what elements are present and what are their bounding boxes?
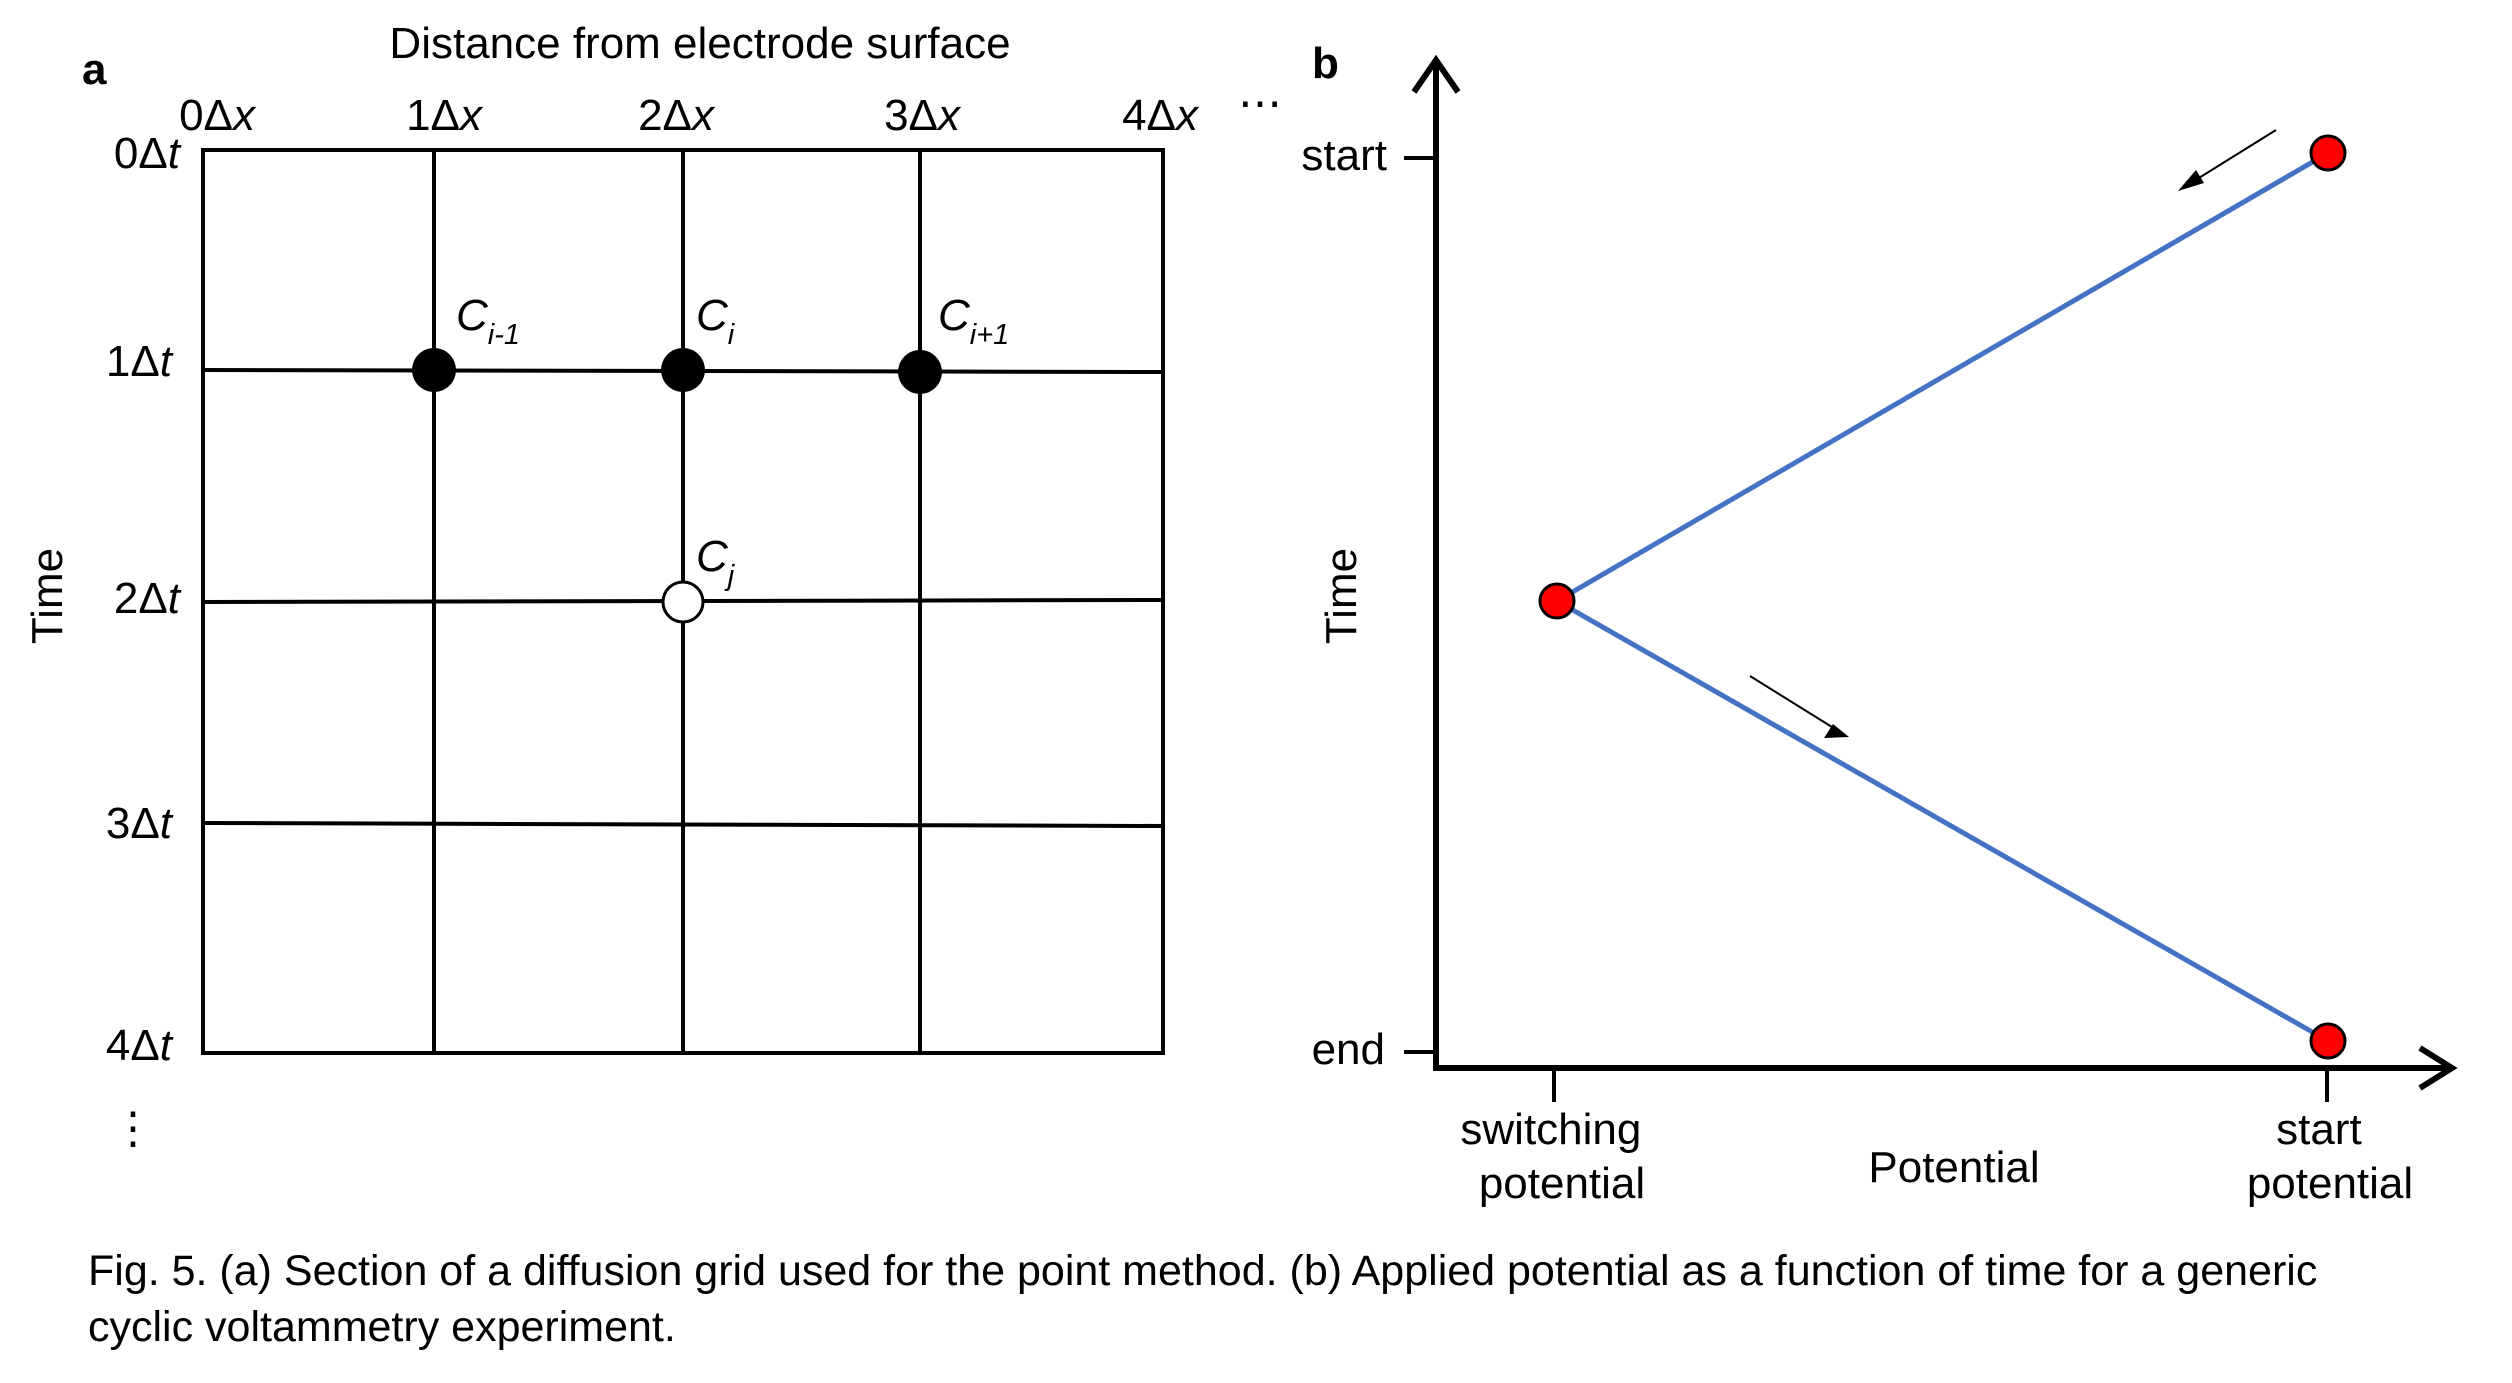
direction-arrow-reverse — [1749, 675, 1841, 733]
y-tick-label-end: end — [1312, 1025, 1385, 1074]
label-c-i-minus-1: Ci-1 — [456, 291, 520, 351]
label-c-i-plus-1: Ci+1 — [938, 291, 1009, 351]
x-axis-arrowhead — [2418, 1045, 2458, 1091]
panel-a-y-label: Time — [23, 548, 72, 644]
grid-line-t3 — [202, 821, 1164, 828]
direction-arrow-forward — [2185, 129, 2277, 187]
t-tick-3: 3Δt — [106, 799, 174, 848]
point-c-i — [661, 348, 705, 392]
panel-b-label: b — [1312, 39, 1339, 88]
point-switching — [1538, 582, 1576, 620]
sweep-line-forward — [1555, 150, 2330, 604]
x-tick-label-start: start potential — [2247, 1105, 2413, 1208]
y-axis-arrowhead — [1411, 54, 1461, 94]
x-tick-2: 2Δx — [638, 91, 716, 140]
x-tick-label-switching: switching potential — [1460, 1105, 1653, 1208]
caption-line-2: cyclic voltammetry experiment. — [88, 1303, 676, 1351]
sweep-line-reverse — [1555, 598, 2330, 1044]
point-c-j — [661, 580, 705, 624]
label-c-i: Ci — [696, 291, 736, 351]
point-c-i-minus-1 — [412, 348, 456, 392]
t-ellipsis: ⋮ — [111, 1104, 155, 1153]
panel-b-y-label: Time — [1317, 548, 1366, 644]
x-axis-label: Potential — [1868, 1143, 2039, 1192]
t-tick-1: 1Δt — [106, 337, 174, 386]
point-start-top — [2309, 134, 2347, 172]
panel-a-label: a — [82, 45, 107, 94]
label-c-j: Cj — [696, 532, 736, 592]
t-tick-0: 0Δt — [114, 129, 182, 178]
caption-line-1: Fig. 5. (a) Section of a diffusion grid … — [88, 1247, 2318, 1295]
point-c-i-plus-1 — [898, 350, 942, 394]
direction-arrowhead-reverse — [1824, 724, 1849, 738]
panel-a-title: Distance from electrode surface — [389, 19, 1010, 68]
t-tick-2: 2Δt — [114, 574, 182, 623]
point-end — [2309, 1022, 2347, 1060]
x-tick-0: 0Δx — [179, 91, 257, 140]
x-tick-4: 4Δx — [1122, 91, 1200, 140]
x-ellipsis: ⋯ — [1238, 79, 1282, 128]
panel-b: b start end switching potential start po… — [1301, 39, 2458, 1208]
x-tick-3: 3Δx — [884, 91, 962, 140]
t-tick-4: 4Δt — [106, 1021, 174, 1070]
panel-a: a Distance from electrode surface 0Δx 1Δ… — [23, 19, 1282, 1153]
direction-arrowhead-forward — [2178, 170, 2204, 191]
x-tick-1: 1Δx — [406, 91, 484, 140]
y-tick-label-start: start — [1301, 131, 1387, 180]
figure-caption: Fig. 5. (a) Section of a diffusion grid … — [88, 1243, 2498, 1355]
